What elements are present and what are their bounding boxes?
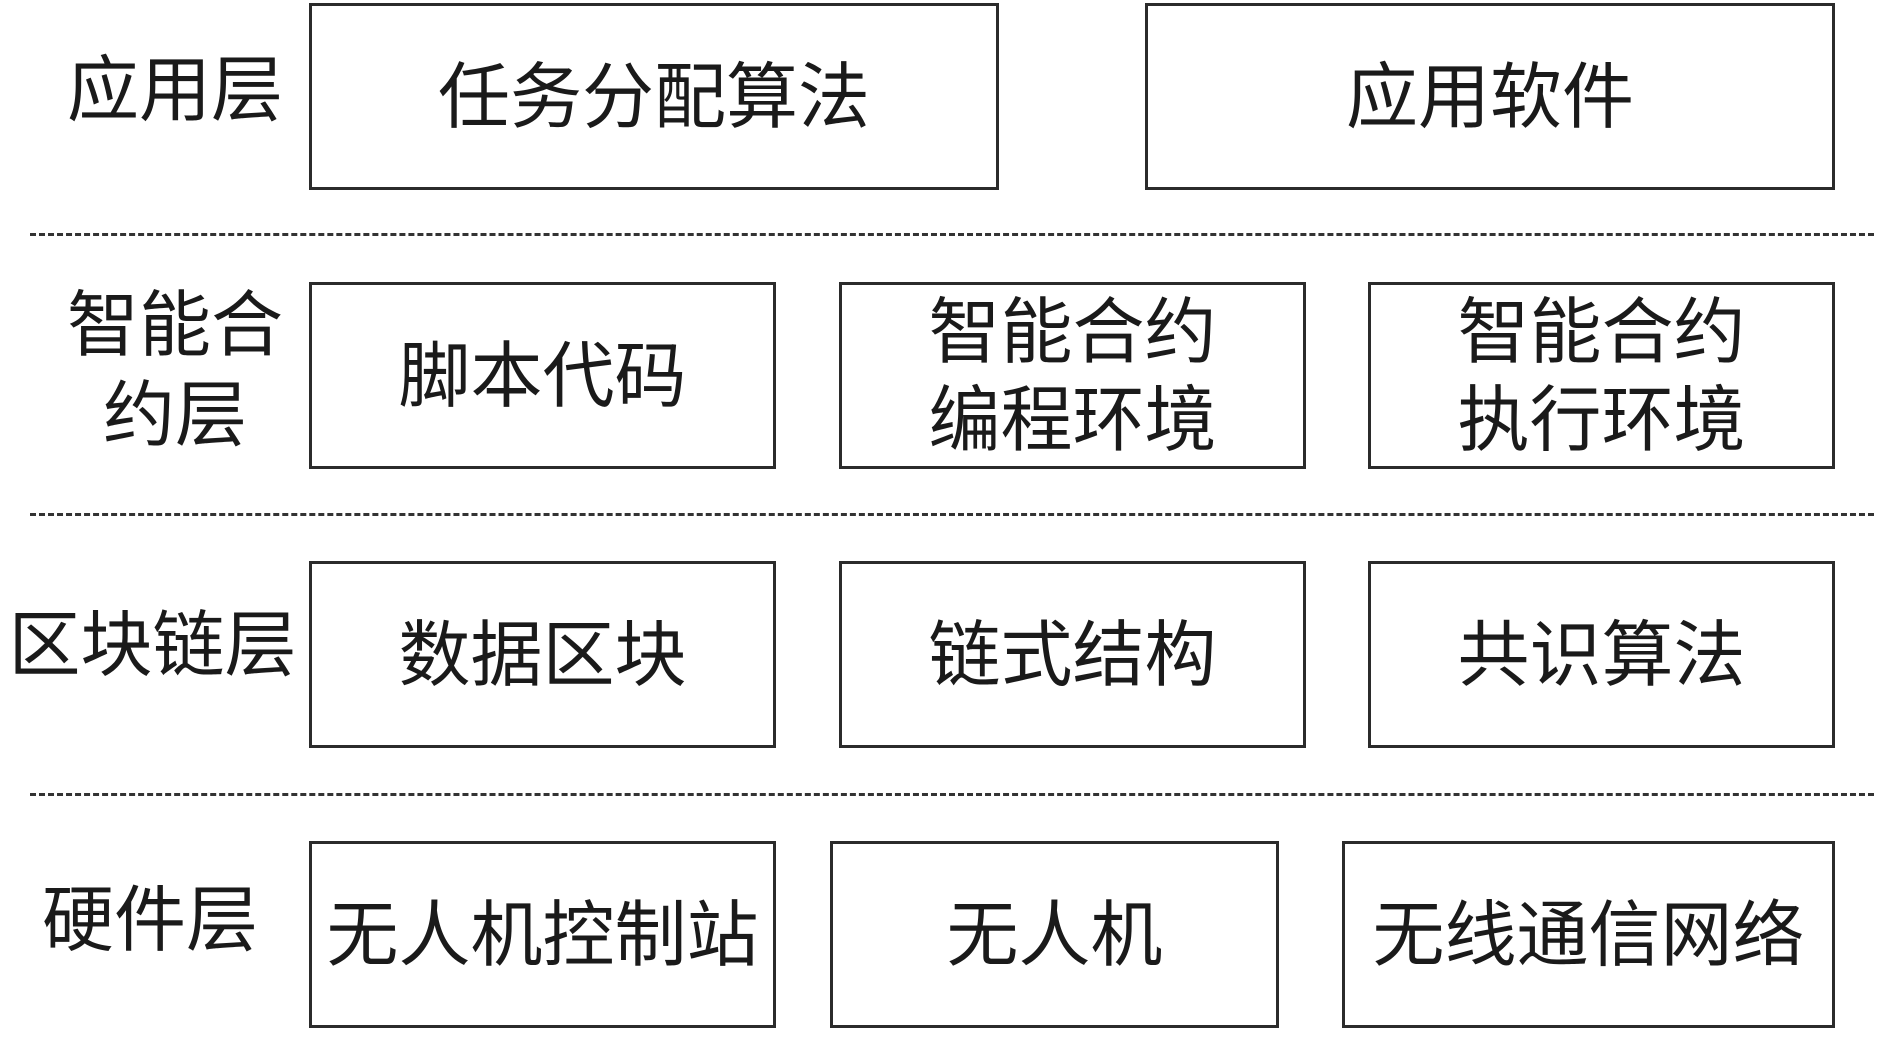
- box-text-line: 执行环境: [1457, 377, 1746, 462]
- box-text-line: 无人机控制站: [326, 892, 759, 977]
- box-script-code: 脚本代码: [309, 282, 776, 469]
- box-task-allocation-algorithm: 任务分配算法: [309, 3, 999, 190]
- box-smart-contract-execution-environment: 智能合约 执行环境: [1368, 282, 1835, 469]
- box-text-line: 无线通信网络: [1372, 892, 1805, 977]
- layer-divider: [30, 233, 1874, 236]
- box-chain-structure: 链式结构: [839, 561, 1306, 748]
- layer-label-line: 智能合: [66, 283, 283, 367]
- box-text-line: 任务分配算法: [437, 54, 870, 139]
- layer-label-blockchain: 区块链层: [5, 590, 300, 700]
- box-text-line: 数据区块: [398, 612, 687, 697]
- layer-label-smart-contract: 智能合 约层: [55, 280, 295, 460]
- box-text-line: 脚本代码: [398, 333, 687, 418]
- box-wireless-communication-network: 无线通信网络: [1342, 841, 1835, 1028]
- box-text-line: 智能合约: [1457, 289, 1746, 374]
- box-consensus-algorithm: 共识算法: [1368, 561, 1835, 748]
- box-text-line: 链式结构: [928, 612, 1217, 697]
- box-text-line: 无人机: [946, 892, 1163, 977]
- box-text-line: 应用软件: [1345, 54, 1634, 139]
- box-data-block: 数据区块: [309, 561, 776, 748]
- layer-divider: [30, 793, 1874, 796]
- box-text-line: 智能合约: [928, 289, 1217, 374]
- layer-divider: [30, 513, 1874, 516]
- layer-label-line: 硬件层: [41, 878, 258, 962]
- box-application-software: 应用软件: [1145, 3, 1835, 190]
- box-text-line: 编程环境: [928, 377, 1217, 462]
- layer-label-hardware: 硬件层: [35, 865, 265, 975]
- box-uav: 无人机: [830, 841, 1279, 1028]
- layer-label-line: 应用层: [66, 48, 283, 132]
- box-smart-contract-programming-environment: 智能合约 编程环境: [839, 282, 1306, 469]
- layer-label-application: 应用层: [60, 35, 290, 145]
- layer-label-line: 约层: [102, 373, 247, 457]
- box-text-line: 共识算法: [1457, 612, 1746, 697]
- box-uav-control-station: 无人机控制站: [309, 841, 776, 1028]
- layer-label-line: 区块链层: [8, 603, 297, 687]
